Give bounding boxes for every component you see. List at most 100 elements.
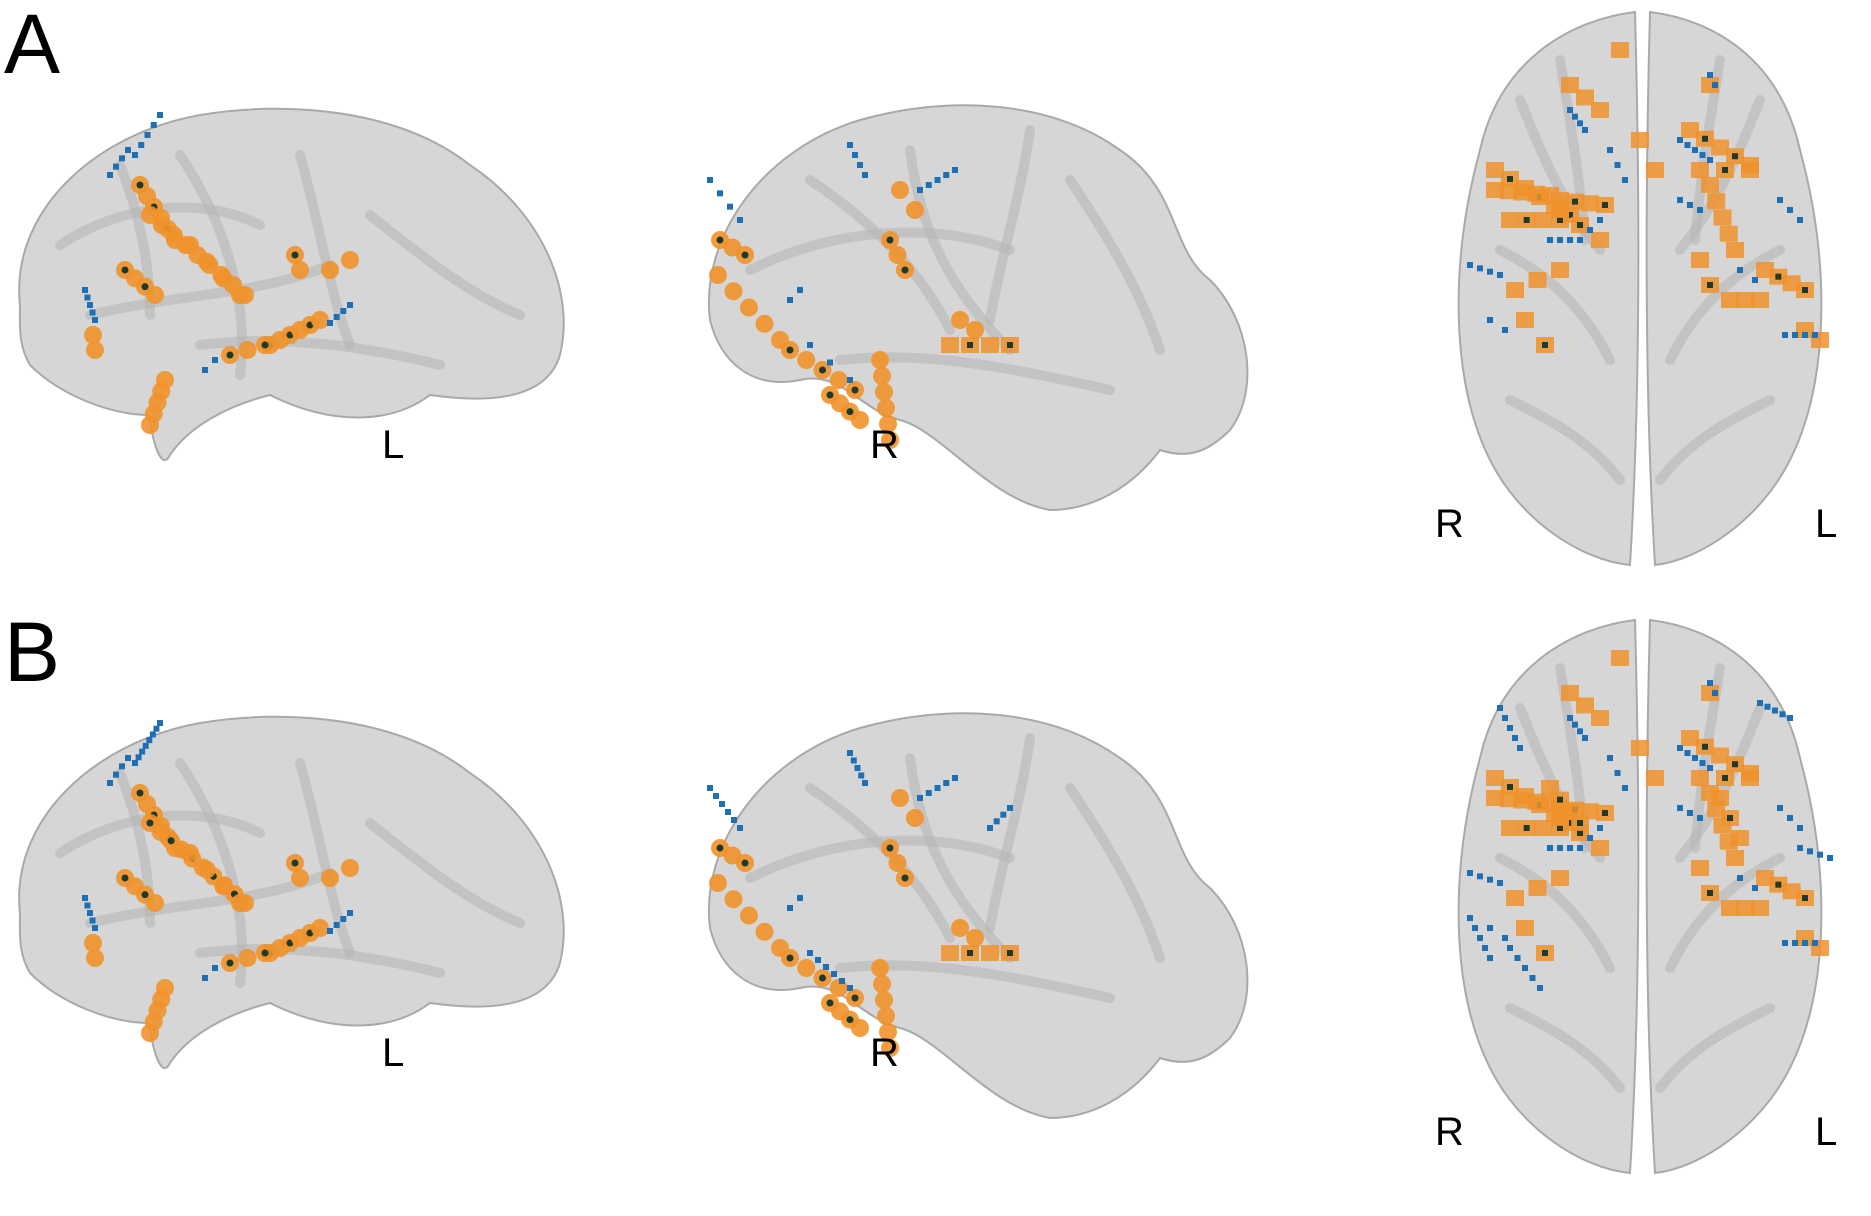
electrode-contact-blue <box>1577 237 1583 243</box>
electrode-contact-blue <box>1497 880 1503 886</box>
significant-marker <box>1707 282 1713 288</box>
electrode-contact-blue <box>827 359 833 366</box>
electrode-contact-blue <box>1477 935 1483 941</box>
significant-marker <box>716 236 724 244</box>
electrode-contact-blue <box>1577 845 1583 851</box>
electrode-contact-blue <box>119 155 125 162</box>
electrode-contact <box>891 789 909 807</box>
electrode-contact <box>1701 177 1719 193</box>
electrode-contact-blue <box>1707 72 1713 78</box>
electrode-contact-blue <box>1582 735 1588 741</box>
electrode-contact <box>1691 860 1709 876</box>
electrode-contact <box>1646 162 1664 178</box>
electrode-contact-blue <box>125 755 131 761</box>
significant-marker <box>967 950 973 956</box>
electrode-contact <box>152 216 171 234</box>
electrode-contact <box>1591 232 1609 248</box>
electrode-contact-blue <box>202 975 208 981</box>
electrode-contact-blue <box>1752 885 1758 891</box>
electrode-contact-blue <box>1517 745 1523 751</box>
electrode-contact-blue <box>1487 268 1493 275</box>
electrode-contact-blue <box>862 780 868 786</box>
electrode-contact <box>1719 225 1738 242</box>
electrode-contact <box>829 371 848 389</box>
significant-marker <box>1542 950 1548 956</box>
electrode-contact-blue <box>862 172 868 178</box>
electrode-contact-blue <box>1677 137 1683 143</box>
electrode-contact <box>1711 139 1729 156</box>
electrode-contact <box>906 809 924 827</box>
electrode-contact-blue <box>1547 845 1553 851</box>
electrode-contact-blue <box>1802 332 1808 338</box>
electrode-contact-blue <box>1697 815 1703 821</box>
electrode-contact <box>881 431 899 449</box>
electrode-contact-blue <box>1467 262 1473 268</box>
electrode-contact <box>1576 697 1594 714</box>
electrode-contact-blue <box>1502 327 1508 333</box>
electrode-contact-blue <box>854 765 861 771</box>
electrode-contact-blue <box>333 314 340 320</box>
electrode-contact-blue <box>787 297 793 303</box>
significant-marker <box>291 251 299 259</box>
panel-a: A L R R L <box>4 2 1837 567</box>
electrode-contact <box>724 890 743 909</box>
electrode-contact <box>1591 102 1609 118</box>
electrode-contact-blue <box>1507 945 1513 951</box>
significant-marker <box>1567 212 1573 218</box>
electrode-contact <box>238 949 257 967</box>
electrode-contact <box>1681 730 1699 746</box>
significant-marker <box>226 959 234 967</box>
electrode-contact-blue <box>1497 705 1503 711</box>
electrode-contact-blue <box>150 122 157 128</box>
electrode-contact-blue <box>119 763 125 770</box>
electrode-contact-blue <box>1007 805 1013 811</box>
electrode-contact <box>1551 202 1569 218</box>
electrode-contact-blue <box>1597 217 1603 223</box>
electrode-contact <box>311 311 329 329</box>
electrode-contact-blue <box>149 731 156 738</box>
electrode-contact-blue <box>1487 876 1493 883</box>
significant-marker <box>1572 198 1578 205</box>
electrode-contact-blue <box>327 928 333 934</box>
electrode-contact <box>1499 183 1518 200</box>
electrode-contact-blue <box>340 916 347 922</box>
electrode-contact <box>1736 292 1754 308</box>
electrode-contact <box>1701 685 1719 701</box>
hemisphere-label-right-side: R <box>1435 1110 1464 1154</box>
significant-marker <box>1602 202 1608 208</box>
electrode-contact <box>881 1039 899 1057</box>
significant-marker <box>167 837 175 845</box>
electrode-contact <box>1506 890 1524 906</box>
electrode-contact-blue <box>125 147 131 153</box>
left-hemisphere-lateral-svg <box>18 715 565 1069</box>
electrode-contact <box>851 1019 869 1037</box>
electrode-contact-blue <box>858 772 865 779</box>
electrode-contact-blue <box>84 902 91 909</box>
electrode-contact <box>311 919 329 937</box>
electrode-contact-blue <box>212 965 218 971</box>
electrode-contact-blue <box>1467 915 1473 921</box>
significant-marker <box>1722 775 1728 781</box>
electrode-contact <box>1486 182 1504 198</box>
electrode-contact-blue <box>952 775 958 781</box>
electrode-contact-blue <box>943 172 950 178</box>
electrode-contact-blue <box>1817 851 1823 858</box>
electrode-contact-blue <box>87 302 93 308</box>
electrode-contact <box>1534 212 1553 228</box>
electrode-contact <box>231 286 249 304</box>
electrode-contact-blue <box>142 742 149 749</box>
electrode-contact <box>829 979 848 997</box>
significant-marker <box>1007 950 1013 956</box>
electrode-contact-blue <box>717 190 723 197</box>
electrode-contact <box>871 351 889 369</box>
electrode-contact-blue <box>89 309 96 316</box>
left-hemisphere-outline <box>18 107 565 461</box>
electrode-contact-blue <box>1782 332 1788 338</box>
sulcus-fold <box>1665 245 1785 365</box>
electrode-contact-blue <box>1812 940 1818 946</box>
electrode-contact <box>941 945 959 961</box>
electrode-contact <box>291 261 309 279</box>
electrode-contact <box>1707 193 1726 210</box>
electrode-contact <box>197 860 216 879</box>
sulcus-fold <box>295 758 355 958</box>
